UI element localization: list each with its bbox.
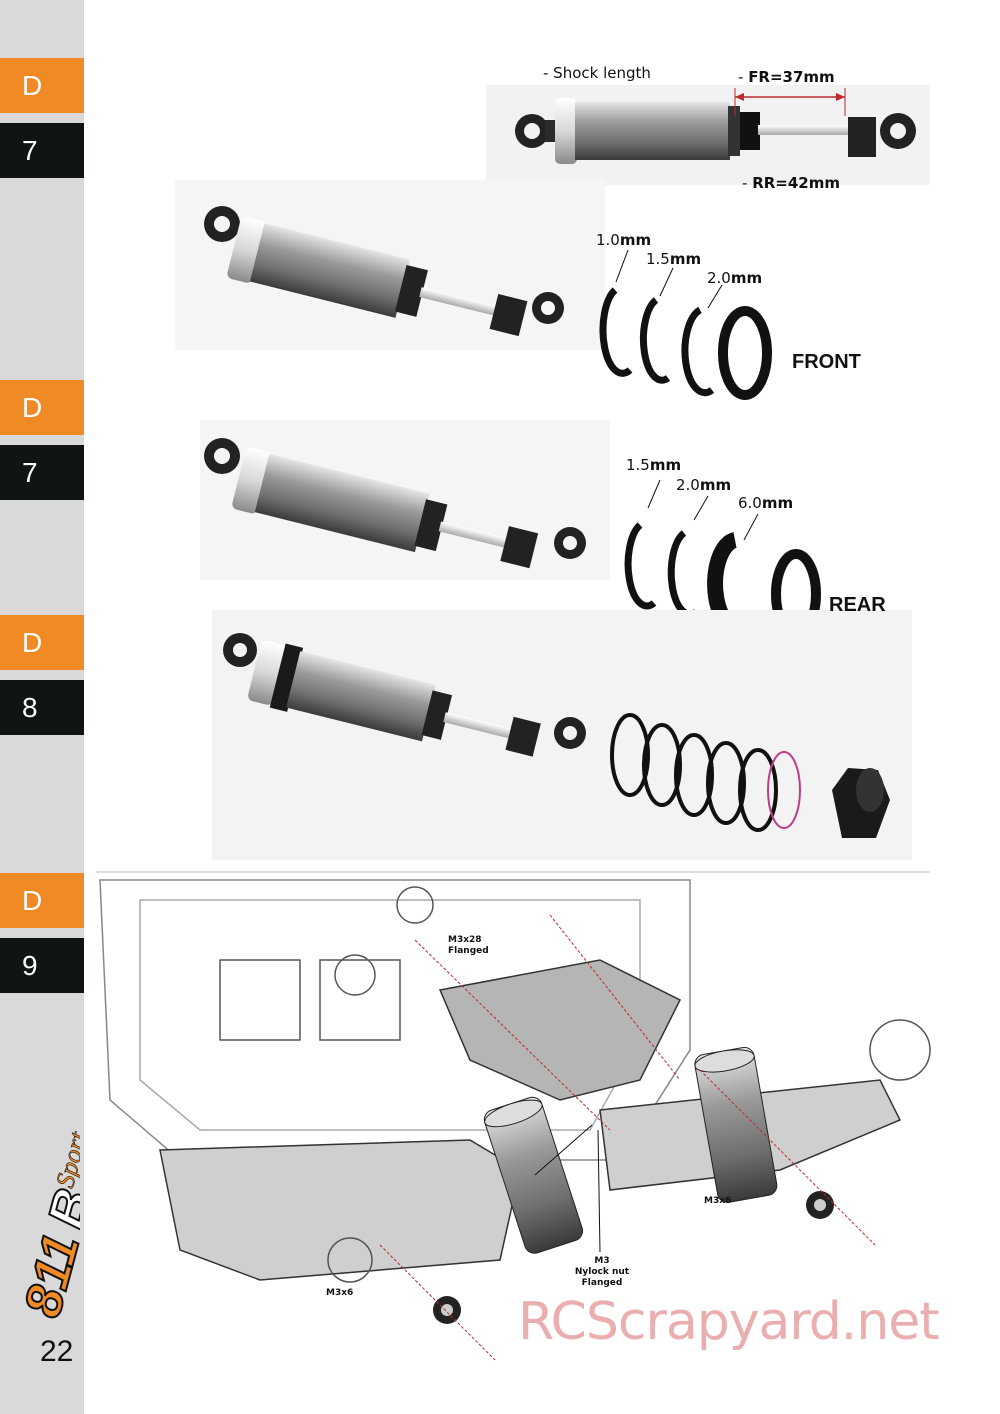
step-letter: D (0, 873, 84, 928)
rear-spacer-label-3: 6.0mm (738, 494, 794, 512)
watermark: RCScrapyard.net (518, 1292, 940, 1352)
step-number: 8 (0, 680, 84, 735)
screw-m3x6-right-label: M3x6 (704, 1196, 732, 1206)
rear-shock (200, 420, 610, 580)
spring-shock (212, 610, 912, 860)
rear-spacer-label-1: 1.5mm (626, 456, 682, 474)
rear-spacer-label-2: 2.0mm (676, 476, 732, 494)
step-marker-d7-a: D 7 (0, 58, 84, 178)
front-label: FRONT (792, 351, 861, 373)
front-spacer-label-2: 1.5mm (646, 250, 702, 268)
screw-m3x6-left-label: M3x6 (326, 1288, 354, 1298)
front-spacer-label-1: 1.0mm (596, 231, 652, 249)
step-marker-d8: D 8 (0, 615, 84, 735)
step-letter: D (0, 615, 84, 670)
step-marker-d9: D 9 (0, 873, 84, 993)
page-number: 22 (40, 1335, 74, 1368)
step-letter: D (0, 380, 84, 435)
step-marker-d7-b: D 7 (0, 380, 84, 500)
rear-length-label: - RR=42mm (742, 174, 840, 192)
front-length-label: - FR=37mm (738, 68, 835, 86)
step-number: 9 (0, 938, 84, 993)
shock-length-diagram (486, 85, 930, 185)
step-number: 7 (0, 123, 84, 178)
assembly-shocks (433, 1046, 834, 1324)
screw-m3x28-label: M3x28 Flanged (448, 935, 489, 956)
step-number: 7 (0, 445, 84, 500)
front-clips (599, 249, 772, 400)
svg-text:811: 811 (20, 1228, 80, 1320)
assembly-guide-lines (379, 914, 876, 1361)
brand-logo: 811 B Sport (20, 1128, 80, 1320)
shock-length-label: - Shock length (543, 64, 651, 82)
rear-assembly-drawing (99, 879, 931, 1283)
rear-label: REAR (829, 594, 886, 616)
nylock-nut-label: M3 Nylock nut Flanged (574, 1256, 630, 1288)
step-letter: D (0, 58, 84, 113)
front-shock (175, 180, 605, 350)
front-spacer-label-3: 2.0mm (707, 269, 763, 287)
